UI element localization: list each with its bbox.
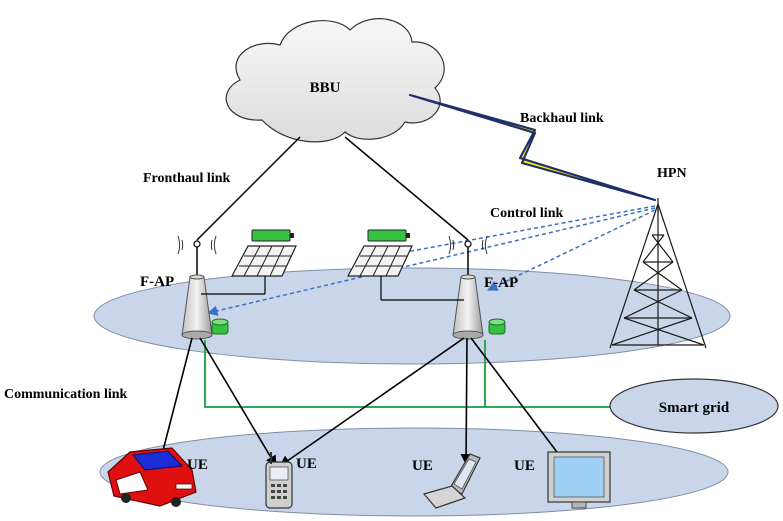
fronthaul-link-left [196, 136, 301, 241]
fap-left-label: F-AP [140, 274, 174, 290]
comm-link-left-car [155, 337, 193, 472]
fap-plane-ellipse [93, 267, 731, 365]
backhaul-link [408, 93, 657, 202]
fap-right-label: F-AP [484, 275, 518, 291]
ue-car-label: UE [187, 457, 208, 473]
control-link-to-panel [351, 205, 656, 263]
control-link-to-right-fap [487, 209, 656, 291]
ue-car [107, 447, 197, 507]
comm-link-right-monitor [470, 337, 567, 465]
ue-flip-phone [422, 453, 481, 509]
ue-flip-phone-label: UE [412, 458, 433, 474]
ue-monitor-label: UE [514, 458, 535, 474]
fronthaul-link-right [344, 136, 469, 241]
ue-phone [265, 452, 293, 509]
solar-panel-right [347, 229, 464, 301]
comm-link-right-phone [279, 337, 465, 467]
fronthaul-link-label: Fronthaul link [143, 171, 230, 186]
backhaul-link-label: Backhaul link [520, 111, 604, 126]
fap-left [177, 235, 229, 340]
solar-panel-left [201, 229, 297, 295]
bbu-cloud: BBU [225, 18, 445, 143]
smart-grid-line [204, 340, 610, 408]
hpn-label: HPN [657, 166, 687, 181]
hpn-tower [609, 198, 707, 349]
communication-link-label: Communication link [4, 387, 128, 402]
control-link-label: Control link [490, 206, 563, 221]
smart-grid-label: Smart grid [659, 400, 730, 416]
smart-grid-node [609, 378, 779, 434]
fap-right [448, 235, 506, 340]
comm-link-right-flip [460, 337, 472, 466]
bbu-label: BBU [310, 80, 341, 96]
ue-phone-label: UE [296, 456, 317, 472]
comm-link-left-phone [199, 337, 277, 467]
ue-monitor [547, 451, 611, 509]
